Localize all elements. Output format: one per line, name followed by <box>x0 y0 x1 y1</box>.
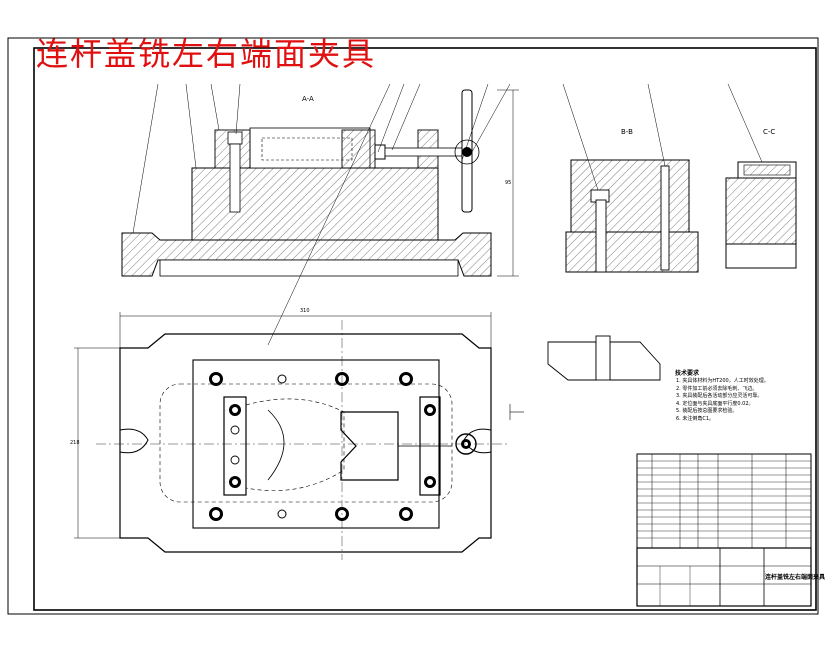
drawing-title: 连杆盖铣左右端面夹具 <box>36 35 377 73</box>
title-block-name: 连杆盖铣左右端面夹具 <box>765 574 826 581</box>
tech-requirement-item: 6. 未注倒角C1。 <box>676 415 715 422</box>
tech-requirement-item: 2. 零件加工前必须去除毛刺、飞边。 <box>676 385 758 392</box>
section-cc-label: C-C <box>763 128 776 136</box>
tech-requirement-item: 5. 装配后按总图要求检验。 <box>676 408 738 414</box>
tech-requirements-title: 技术要求 <box>675 370 700 377</box>
parts-list-table <box>636 453 812 549</box>
section-aa-view <box>121 83 519 346</box>
bolt-heads <box>209 372 413 521</box>
section-bb-label: B-B <box>621 128 633 136</box>
plan-view <box>74 312 524 560</box>
tech-requirement-item: 3. 夹具装配后各活动部分应灵活可靠。 <box>676 393 763 399</box>
title-block <box>636 547 812 607</box>
dimension-overall-width: 310 <box>300 308 310 314</box>
dimension-overall-height: 95 <box>505 180 512 186</box>
dimension-base-height: 218 <box>70 440 80 446</box>
detail-k-view <box>547 335 661 381</box>
tech-requirement-item: 4. 定位面与夹具底面平行度0.02。 <box>676 400 754 407</box>
section-aa-label: A-A <box>302 95 314 103</box>
outer-border <box>7 37 819 615</box>
tech-requirement-item: 1. 夹具体材料为HT200，人工时效处理。 <box>676 378 769 384</box>
tech-requirements-list: 1. 夹具体材料为HT200，人工时效处理。 2. 零件加工前必须去除毛刺、飞边… <box>676 378 788 423</box>
section-bb-view <box>562 83 699 273</box>
section-cc-view <box>725 83 797 269</box>
inner-border <box>33 47 817 611</box>
